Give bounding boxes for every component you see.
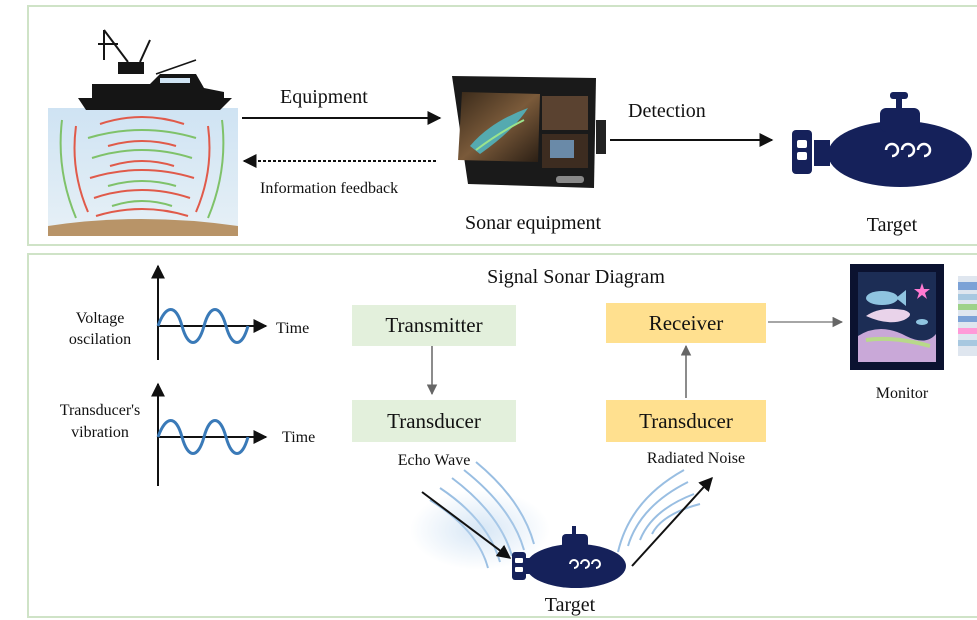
transducer-left-box: Transducer <box>352 400 516 442</box>
transducer-vibration-label: Transducer's vibration <box>59 402 141 441</box>
monitor-stack-icon <box>958 276 977 356</box>
sonar-waves <box>59 116 225 219</box>
submarine-icon <box>512 526 626 588</box>
receiver-box: Receiver <box>606 303 766 343</box>
monitor-label: Monitor <box>875 385 929 402</box>
sonar-equipment-label: Sonar equipment <box>464 212 602 234</box>
radiated-arrow <box>631 476 713 567</box>
ship-icon <box>78 29 232 110</box>
time-label: Time <box>282 429 316 446</box>
feedback-label: Information feedback <box>260 180 399 197</box>
echo-wave-label: Echo Wave <box>397 452 471 469</box>
bottom-target-label: Target <box>544 594 596 616</box>
echo-arrow <box>421 491 512 559</box>
transmitter-box: Transmitter <box>352 305 516 346</box>
voltage-plot <box>151 264 268 360</box>
equipment-label: Equipment <box>280 86 368 108</box>
diagram-title: Signal Sonar Diagram <box>487 266 665 288</box>
radiated-waves <box>617 469 701 553</box>
submarine-icon <box>792 92 972 187</box>
monitor-icon <box>850 264 944 370</box>
ship-sonar-illustration <box>48 29 238 236</box>
detection-label: Detection <box>628 100 706 122</box>
time-label: Time <box>276 320 310 337</box>
sine-wave-icon <box>156 419 250 455</box>
voltage-label: Voltage oscilation <box>68 310 132 348</box>
sine-wave-icon <box>156 308 250 344</box>
sonar-screen-icon <box>452 76 606 188</box>
top-target-label: Target <box>866 214 918 236</box>
transducer-right-box: Transducer <box>606 400 766 442</box>
vibration-plot <box>151 382 268 486</box>
radiated-noise-label: Radiated Noise <box>646 450 746 467</box>
